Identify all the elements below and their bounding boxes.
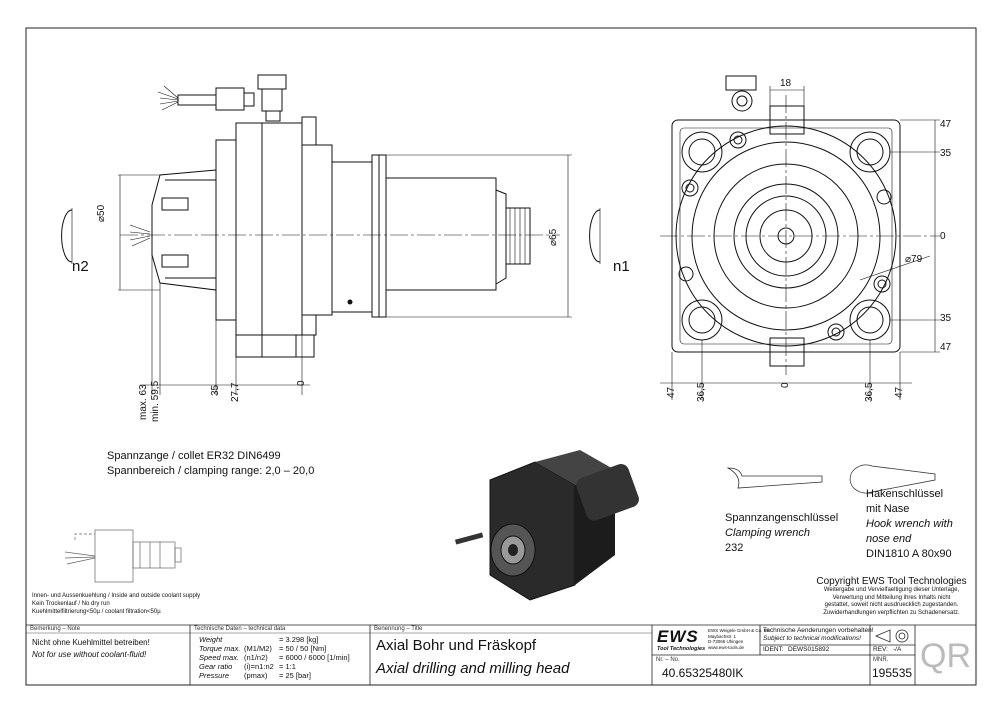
tech-label: Technische Daten – technical data — [194, 626, 286, 632]
rev-value: -/A — [893, 646, 902, 653]
dim-b36-5-right: 36,5 — [864, 382, 875, 402]
front-view — [660, 75, 940, 400]
hook-wrench-en2: nose end — [866, 533, 912, 545]
hook-wrench-no: DIN1810 A 80x90 — [866, 548, 952, 560]
company-address: EWS Weigele GmbH & Co. KG Maybachstr. 1 … — [708, 628, 771, 650]
article-number: 40.65325480IK — [662, 666, 744, 680]
coolant-note: Kuehlmittelfiltrierung<50µ / coolant fil… — [32, 609, 161, 615]
note-de: Nicht ohne Kuehlmittel betreiben! — [32, 638, 150, 647]
tech-row: Weight= 3.298 [kg] — [199, 635, 319, 644]
tech-row: Pressure(pmax)= 25 [bar] — [199, 671, 311, 680]
dim-b47-left: 47 — [666, 386, 677, 398]
collet-line: Spannzange / collet ER32 DIN6499 — [107, 450, 281, 462]
hook-wrench-de2: mit Nase — [866, 503, 910, 515]
note-label: Bemerkung – Note — [30, 626, 81, 632]
ews-logo-sub: Tool Technologies — [657, 646, 706, 652]
dim-r35-top: 35 — [940, 148, 952, 159]
tech-row: Torque max.(M1/M2)= 50 / 50 [Nm] — [199, 644, 327, 653]
side-view — [61, 74, 601, 395]
sheet-border — [25, 27, 977, 686]
dim-b0: 0 — [780, 382, 791, 388]
copyright-line: Verwertung und Mitteilung ihres Inhalts … — [832, 594, 951, 601]
mods-en: Subject to technical modifications! — [763, 635, 861, 642]
tool-sketches — [726, 464, 936, 494]
copyright-line: Weitergabe und Vervielfaeltigung dieser … — [823, 587, 960, 593]
clamping-wrench-no: 232 — [725, 542, 744, 554]
title-label: Benennung – Title — [374, 626, 423, 632]
nr-label: Nr. – No. — [656, 657, 680, 663]
hook-wrench-en1: Hook wrench with — [866, 518, 953, 530]
tech-row: Speed max.(n1/n2)= 6000 / 6000 [1/min] — [199, 653, 350, 662]
clamping-wrench-en: Clamping wrench — [725, 527, 810, 539]
tech-data-table: Weight= 3.298 [kg] Torque max.(M1/M2)= 5… — [199, 635, 350, 680]
ident-value: DEWS015892 — [788, 646, 830, 653]
dim-b36-5-left: 36,5 — [696, 382, 707, 402]
copyright-line: gestattet, soweit nicht ausdruecklich zu… — [824, 602, 959, 608]
ident-label: IDENT: — [763, 646, 784, 653]
dim-collet-diameter: ⌀50 — [96, 204, 107, 222]
coolant-note: Innen- und Aussenkuehlung / Inside and o… — [32, 593, 201, 599]
dim-r47-bot: 47 — [940, 342, 952, 353]
dim-18: 18 — [780, 78, 792, 89]
coolant-note: Kein Trockenlauf / No dry run — [32, 601, 110, 607]
tech-row: Gear ratio(i)=n1:n2= 1:1 — [199, 662, 296, 671]
dim-r0: 0 — [940, 231, 946, 242]
dim-27-7: 27,7 — [230, 382, 241, 402]
dim-r35-bot: 35 — [940, 313, 952, 324]
copyright-block: Copyright EWS Tool Technologies Weiterga… — [814, 576, 969, 617]
isometric-render — [454, 450, 639, 601]
title-de: Axial Bohr und Fräskopf — [376, 637, 537, 654]
qr-placeholder: QR — [920, 637, 971, 675]
dim-r47-top: 47 — [940, 119, 952, 130]
copyright-title: Copyright EWS Tool Technologies — [816, 576, 967, 587]
rev-label: REV: — [873, 646, 888, 653]
dim-max: max. 63 — [138, 384, 149, 420]
dim-body-diameter: ⌀65 — [548, 228, 559, 246]
dim-b47-right: 47 — [894, 386, 905, 398]
dim-min: min. 59,5 — [150, 380, 161, 422]
note-en: Not for use without coolant-fluid! — [32, 650, 147, 659]
dim-0-side: 0 — [296, 380, 307, 386]
dim-dia-79: ⌀79 — [905, 254, 923, 265]
dim-35: 35 — [210, 384, 221, 396]
ews-logo: EWS — [657, 627, 699, 646]
mnr-number: 195535 — [872, 666, 913, 680]
mnr-label: MNR. — [873, 657, 889, 663]
title-en: Axial drilling and milling head — [376, 660, 570, 677]
clamping-wrench-de: Spannzangenschlüssel — [725, 512, 839, 524]
clamping-range-line: Spannbereich / clamping range: 2,0 – 20,… — [107, 465, 315, 477]
mods-de: Technische Aenderungen vorbehalten! — [763, 627, 874, 634]
copyright-line: Zuwiderhandlungen verpflichten zu Schade… — [823, 609, 960, 616]
coolant-sketch — [64, 529, 182, 583]
coolant-notes: Innen- und Aussenkuehlung / Inside and o… — [32, 592, 200, 616]
titleblock-grid — [26, 624, 976, 685]
hook-wrench-de1: Hakenschlüssel — [866, 488, 944, 500]
label-n2: n2 — [72, 258, 89, 275]
label-n1: n1 — [613, 258, 630, 275]
